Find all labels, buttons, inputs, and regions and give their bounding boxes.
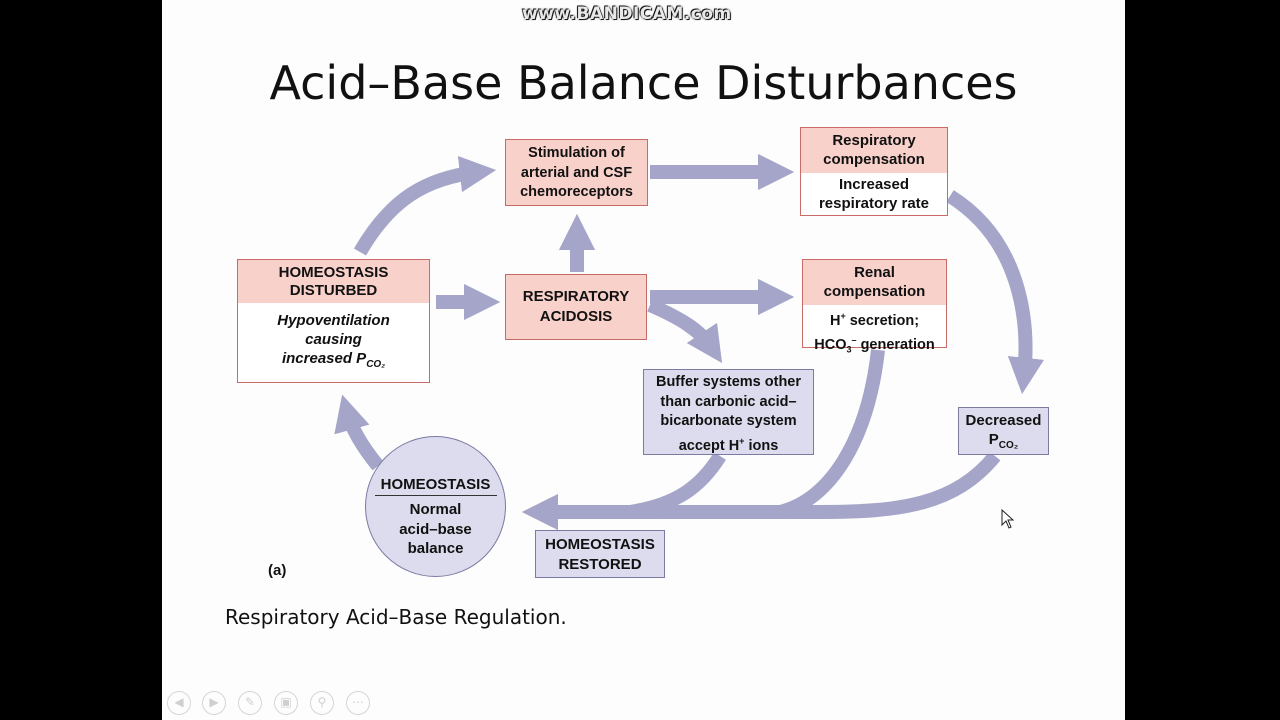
homeostasis-title: HOMEOSTASIS — [374, 475, 497, 496]
restored-line-2: RESTORED — [558, 555, 642, 573]
arrow-decreased-to-homeostasis — [521, 451, 1001, 531]
arrow-homeostasis-to-disturbed — [334, 394, 384, 471]
prev-icon[interactable]: ◀ — [167, 691, 191, 715]
resp-comp-body-2: respiratory rate — [818, 195, 930, 212]
renal-body-2-sub: 3 — [846, 344, 852, 355]
renal-body-2-sup: – — [851, 334, 857, 345]
restored-line-1: HOMEOSTASIS — [545, 536, 655, 553]
arrow-acidosis-to-buffer — [647, 298, 723, 364]
resp-comp-body-1: Increased — [838, 176, 910, 193]
respiratory-acidosis-box: RESPIRATORY ACIDOSIS — [505, 274, 647, 340]
renal-body-1-sup: + — [840, 311, 846, 321]
buffer-line-4-a: accept H — [678, 437, 740, 454]
disturbed-body-text: increased P — [281, 350, 367, 367]
slides-icon[interactable]: ▣ — [274, 691, 298, 715]
decreased-line-2: PCO₂ — [959, 430, 1048, 455]
homeostasis-body-2: acid–base — [399, 520, 472, 538]
zoom-icon[interactable]: ⚲ — [310, 691, 334, 715]
buffer-systems-box: Buffer systems other than carbonic acid–… — [643, 369, 814, 455]
buffer-line-4: accept H+ ions — [644, 432, 813, 456]
decreased-line-2-a: P — [988, 431, 999, 448]
arrow-buffer-to-homeostasis — [628, 452, 726, 519]
disturbed-body-line-3: increased PCO₂ — [238, 349, 429, 374]
resp-comp-header-1: Respiratory — [832, 132, 916, 149]
renal-header-2: compensation — [823, 283, 926, 300]
homeostasis-circle: HOMEOSTASIS Normal acid–base balance — [365, 436, 506, 577]
buffer-line-3: bicarbonate system — [660, 413, 797, 429]
stimulation-line-2: arterial and CSF — [520, 164, 633, 181]
renal-compensation-box: Renal compensation H+ secretion; HCO3– g… — [802, 259, 947, 355]
mouse-cursor-icon — [1001, 509, 1015, 529]
buffer-line-4-sup: + — [739, 435, 745, 446]
arrow-disturbed-to-stimulation — [353, 155, 497, 256]
watermark: www.BANDICAM.com — [522, 4, 732, 24]
homeostasis-restored-box: HOMEOSTASIS RESTORED — [535, 530, 665, 578]
buffer-line-4-b: ions — [744, 437, 779, 454]
panel-label: (a) — [268, 562, 287, 579]
stimulation-line-1: Stimulation of — [528, 145, 625, 161]
next-icon[interactable]: ▶ — [202, 691, 226, 715]
more-icon[interactable]: ⋯ — [346, 691, 370, 715]
homeostasis-disturbed-box: HOMEOSTASIS DISTURBED Hypoventilation ca… — [237, 259, 430, 383]
stimulation-line-3: chemoreceptors — [520, 184, 633, 200]
decreased-line-1: Decreased — [965, 412, 1042, 429]
homeostasis-body-3: balance — [407, 540, 464, 557]
slide-caption: Respiratory Acid–Base Regulation. — [225, 605, 567, 629]
homeostasis-body-1: Normal — [409, 501, 462, 518]
renal-body-2-a: HCO — [814, 336, 847, 353]
renal-body-1-a: H — [829, 312, 841, 329]
arrow-resp-comp-to-decreased — [946, 190, 1045, 395]
acidosis-line-2: ACIDOSIS — [539, 308, 613, 325]
slide-title: Acid–Base Balance Disturbances — [269, 56, 1018, 110]
renal-body-1: H+ secretion; — [803, 307, 946, 331]
decreased-pco2-box: Decreased PCO₂ — [958, 407, 1049, 455]
buffer-line-1: Buffer systems other — [655, 374, 802, 390]
disturbed-body-line-2: causing — [305, 331, 362, 348]
buffer-line-2: than carbonic acid– — [660, 393, 797, 410]
pen-icon[interactable]: ✎ — [238, 691, 262, 715]
respiratory-compensation-box: Respiratory compensation Increased respi… — [800, 127, 948, 216]
disturbed-body-line-1: Hypoventilation — [277, 312, 390, 329]
renal-body-2-b: generation — [856, 336, 935, 353]
acidosis-line-1: RESPIRATORY — [522, 288, 630, 305]
renal-body-1-b: secretion; — [845, 312, 920, 329]
renal-body-2: HCO3– generation — [803, 331, 946, 360]
resp-comp-header-2: compensation — [823, 151, 925, 168]
disturbed-header-line-2: DISTURBED — [289, 282, 378, 299]
arrow-renal-to-homeostasis — [778, 349, 885, 519]
disturbed-body-sub: CO₂ — [366, 359, 386, 370]
renal-header-1: Renal — [854, 264, 895, 281]
stimulation-box: Stimulation of arterial and CSF chemorec… — [505, 139, 648, 206]
disturbed-header-line-1: HOMEOSTASIS — [278, 264, 389, 281]
decreased-line-2-sub: CO₂ — [998, 440, 1019, 451]
